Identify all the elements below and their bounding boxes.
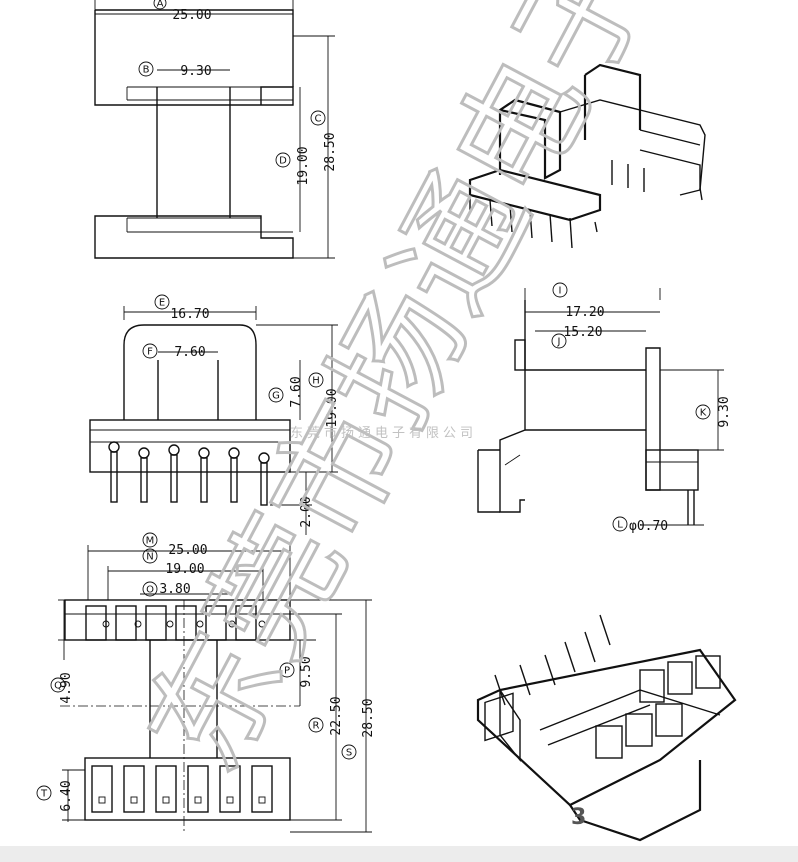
dim-letter-a: A — [157, 0, 164, 10]
top-view: A 25.00 B 9.30 C 28.50 D 19.00 — [94, 0, 338, 259]
watermark: 东莞市扬通电子 东莞市扬通电子有限公司 — [117, 0, 681, 796]
dim-s-value: 28.50 — [361, 698, 376, 737]
dim-letter-j: J — [557, 337, 561, 348]
dim-o-value: 3.80 — [159, 582, 190, 597]
dim-letter-h: H — [312, 376, 320, 387]
dim-letter-n: N — [146, 552, 153, 563]
dim-c-value: 28.50 — [323, 132, 338, 171]
dim-letter-b: B — [143, 65, 150, 76]
dim-d-value: 19.00 — [296, 146, 311, 185]
dim-h-value: 19.00 — [325, 388, 340, 427]
dim-letter-o: O — [146, 585, 154, 596]
dim-letter-t: T — [40, 789, 48, 800]
dim-f-value: 7.60 — [174, 345, 205, 360]
dim-l-value: φ0.70 — [629, 519, 668, 534]
page-number: 3 — [571, 805, 586, 830]
bottom-bottom-slots — [91, 765, 273, 813]
dim-letter-q: Q — [54, 681, 62, 692]
dim-m-value: 25.00 — [168, 543, 207, 558]
front-view: E 16.70 F 7.60 G 7.60 H 19.00 2.00 — [89, 294, 340, 535]
dim-i-value: 17.20 — [565, 305, 604, 320]
dim-letter-m: M — [146, 536, 155, 547]
dim-g-value: 7.60 — [289, 376, 304, 407]
isometric-view-bottom — [476, 614, 737, 842]
dim-j-value: 15.20 — [563, 325, 602, 340]
front-pins — [108, 441, 270, 506]
dim-letter-s: S — [346, 748, 352, 759]
dim-letter-p: P — [284, 666, 290, 677]
watermark-large-text: 东莞市扬通电子 — [118, 0, 679, 795]
dim-r-value: 22.50 — [329, 696, 344, 735]
dim-k-value: 9.30 — [717, 396, 732, 427]
dim-a-value: 25.00 — [172, 8, 211, 23]
dim-p-value: 9.50 — [299, 656, 314, 687]
dim-letter-c: C — [315, 114, 322, 125]
dim-e-value: 16.70 — [170, 307, 209, 322]
dim-letter-k: K — [700, 408, 707, 419]
side-view: I 17.20 J 15.20 K 9.30 L φ0.70 — [477, 282, 732, 534]
dim-q-value: 4.90 — [59, 672, 74, 703]
bottom-band — [0, 846, 798, 862]
dim-b-value: 9.30 — [180, 64, 211, 79]
dim-letter-g: G — [272, 391, 280, 402]
bottom-view: M 25.00 N 19.00 O 3.80 Q 4.90 P 9.50 R 2… — [36, 532, 376, 833]
dim-letter-r: R — [313, 721, 320, 732]
isometric-view-top — [468, 63, 706, 249]
dim-letter-d: D — [279, 156, 287, 167]
watermark-small-text: 东莞市扬通电子有限公司 — [290, 425, 477, 441]
dim-pin-length-value: 2.00 — [299, 496, 314, 527]
dim-t-value: 6.40 — [59, 780, 74, 811]
dim-n-value: 19.00 — [165, 562, 204, 577]
dim-letter-l: L — [617, 520, 623, 531]
dim-letter-i: I — [559, 286, 562, 297]
dim-letter-f: F — [147, 347, 153, 358]
bottom-top-slots — [85, 605, 266, 641]
dim-letter-e: E — [159, 298, 165, 309]
